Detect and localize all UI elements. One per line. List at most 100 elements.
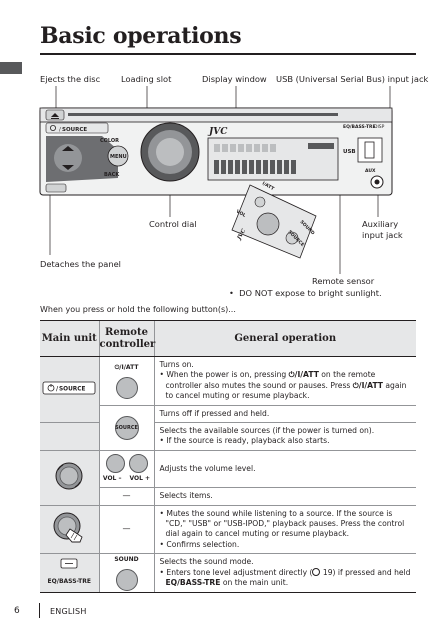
source-small-button-icon: SOURCE bbox=[114, 415, 139, 440]
callout-display-window: Display window bbox=[202, 74, 267, 84]
mute-b2-text: Confirms selection. bbox=[166, 539, 240, 549]
remote-empty-cell: — bbox=[99, 487, 155, 506]
main-unit-eq-cell: EQ/BASS-TRE bbox=[40, 553, 100, 593]
callout-usb-jack: USB (Universal Serial Bus) input jack bbox=[276, 74, 429, 84]
page-number: 6 bbox=[14, 606, 20, 616]
callout-ejects-disc: Ejects the disc bbox=[40, 74, 101, 84]
table-row: / SOURCE ⏻/I/ATT Turns on. • When the po… bbox=[40, 356, 416, 424]
table-row: Selects the available sources (if the po… bbox=[40, 422, 416, 451]
mute-bullet-1: • Mutes the sound while listening to a s… bbox=[159, 508, 405, 539]
control-dial-icon bbox=[55, 462, 83, 490]
table-row: EQ/BASS-TRE SOUND Selects the sound mode… bbox=[40, 553, 416, 593]
disp-label: DISP bbox=[374, 124, 385, 130]
header-main-unit: Main unit bbox=[40, 320, 99, 357]
title-rule bbox=[40, 53, 416, 55]
source-button-icon: / SOURCE bbox=[42, 381, 96, 395]
remote-vol-cell: VOL – VOL + bbox=[99, 450, 155, 489]
sound-b1-d: on the main unit. bbox=[220, 578, 289, 588]
op-selects-sources: Selects the available sources (if the po… bbox=[154, 422, 416, 451]
callout-detaches-panel: Detaches the panel bbox=[40, 259, 121, 269]
section-tab-marker bbox=[0, 62, 22, 74]
sound-bullet: • Enters tone level adjustment directly … bbox=[159, 567, 411, 588]
att-button-icon bbox=[115, 376, 138, 399]
sound-button-label: SOUND bbox=[114, 556, 139, 564]
turns-on-b1-c: on the remote controller also mutes the … bbox=[165, 370, 376, 390]
table-row: — Selects items. bbox=[40, 487, 416, 506]
callout-loading-slot: Loading slot bbox=[121, 74, 172, 84]
dash: — bbox=[122, 491, 131, 501]
source-button-label: SOURCE bbox=[59, 386, 86, 392]
vol-minus-button-icon bbox=[105, 453, 125, 473]
brand-logo: JVC bbox=[207, 127, 228, 137]
callout-auxiliary-jack: Auxiliary input jack bbox=[362, 219, 403, 240]
op-selects-items: Selects items. bbox=[154, 487, 416, 506]
footer-language: ENGLISH bbox=[50, 607, 87, 616]
callout-remote-sensor-note: • DO NOT expose to bright sunlight. bbox=[229, 288, 382, 298]
table-row: VOL – VOL + Adjusts the volume level. bbox=[40, 450, 416, 506]
main-unit-empty-cell bbox=[40, 422, 100, 451]
remote-sensor-note-text: DO NOT expose to bright sunlight. bbox=[239, 288, 382, 298]
table-header-row: Main unit Remote controller General oper… bbox=[40, 320, 416, 357]
turns-on-b1-b: I/ATT bbox=[297, 370, 319, 380]
att-button-label: ⏻/I/ATT bbox=[114, 364, 139, 372]
table-row: SOURCE Turns off if pressed and held. bbox=[40, 405, 416, 451]
turns-on-text: Turns on. bbox=[159, 360, 194, 369]
magnifier-icon bbox=[312, 567, 321, 576]
aux-label: AUX bbox=[365, 168, 376, 174]
menu-label: MENU bbox=[110, 154, 127, 160]
att-label-text: I/ATT bbox=[121, 364, 139, 372]
mute-bullet-2: • Confirms selection. bbox=[159, 539, 240, 549]
color-label: COLOR bbox=[100, 138, 119, 144]
sound-button-icon bbox=[115, 568, 138, 591]
source-label: SOURCE bbox=[62, 127, 87, 133]
op-turns-on: Turns on. • When the power is on, pressi… bbox=[154, 356, 416, 406]
op-adjusts-volume: Adjusts the volume level. bbox=[154, 450, 416, 489]
turns-on-b1-d: I/ATT bbox=[361, 380, 383, 390]
op-mute: • Mutes the sound while listening to a s… bbox=[154, 505, 416, 555]
selects-sources-text: Selects the available sources (if the po… bbox=[159, 426, 375, 436]
dash: — bbox=[122, 524, 131, 534]
back-label: BACK bbox=[104, 172, 120, 178]
mute-b1-text: Mutes the sound while listening to a sou… bbox=[165, 508, 405, 539]
callout-remote-sensor: Remote sensor bbox=[312, 276, 375, 286]
remote-vol-label: VOL bbox=[235, 209, 247, 219]
vol-buttons bbox=[100, 453, 154, 473]
table-row: — • Mutes the sound while listening to a… bbox=[40, 505, 416, 555]
remote-sound-cell: SOUND bbox=[99, 553, 155, 593]
main-unit-dial-cell bbox=[40, 450, 100, 506]
head-unit-body: / SOURCE COLOR MENU BACK JVC bbox=[39, 107, 393, 196]
header-general-operation: General operation bbox=[153, 320, 416, 357]
eq-label: EQ/BASS-TRE bbox=[343, 124, 376, 130]
op-turns-off: Turns off if pressed and held. bbox=[154, 405, 416, 424]
sound-b1-a: Enters tone level adjustment directly ( bbox=[166, 567, 313, 577]
sound-mode-text: Selects the sound mode. bbox=[159, 557, 254, 567]
turns-on-bullet: • When the power is on, pressing ⏻/I/ATT… bbox=[159, 370, 407, 401]
main-unit-source-cell: / SOURCE bbox=[40, 356, 100, 424]
remote-source-cell: SOURCE bbox=[99, 405, 155, 451]
vol-minus-label: VOL – bbox=[102, 474, 122, 482]
remote-empty-cell: — bbox=[99, 505, 155, 555]
head-unit-diagram: / SOURCE COLOR MENU BACK JVC bbox=[39, 86, 393, 274]
remote-att-cell: ⏻/I/ATT bbox=[99, 356, 155, 406]
power-att-bold-1: ⏻/I/ATT bbox=[288, 370, 319, 380]
remote-brand: JVC bbox=[236, 228, 248, 242]
vol-labels: VOL – VOL + bbox=[100, 474, 154, 484]
svg-text:/: / bbox=[59, 127, 61, 133]
source-b1-text: If the source is ready, playback also st… bbox=[166, 436, 330, 446]
turns-on-b1-e: again to cancel muting or resume playbac… bbox=[165, 380, 407, 401]
note-text: When you press or hold the following but… bbox=[40, 305, 236, 314]
turns-on-b1-a: When the power is on, pressing bbox=[166, 370, 289, 380]
main-unit-dial-press-cell bbox=[40, 505, 100, 555]
eq-button-icon bbox=[60, 558, 78, 569]
operations-table: Main unit Remote controller General oper… bbox=[40, 320, 416, 593]
header-remote-controller: Remote controller bbox=[98, 320, 155, 357]
svg-text:/: / bbox=[56, 386, 59, 392]
usb-label: USB bbox=[343, 149, 356, 155]
vol-plus-label: VOL + bbox=[129, 474, 151, 482]
op-sound-mode: Selects the sound mode. • Enters tone le… bbox=[154, 553, 416, 593]
vol-plus-button-icon bbox=[128, 453, 148, 473]
page-title: Basic operations bbox=[40, 23, 242, 49]
footer-separator bbox=[39, 603, 40, 618]
eq-button-label: EQ/BASS-TRE bbox=[47, 578, 91, 586]
hand-press-icon bbox=[53, 512, 83, 543]
